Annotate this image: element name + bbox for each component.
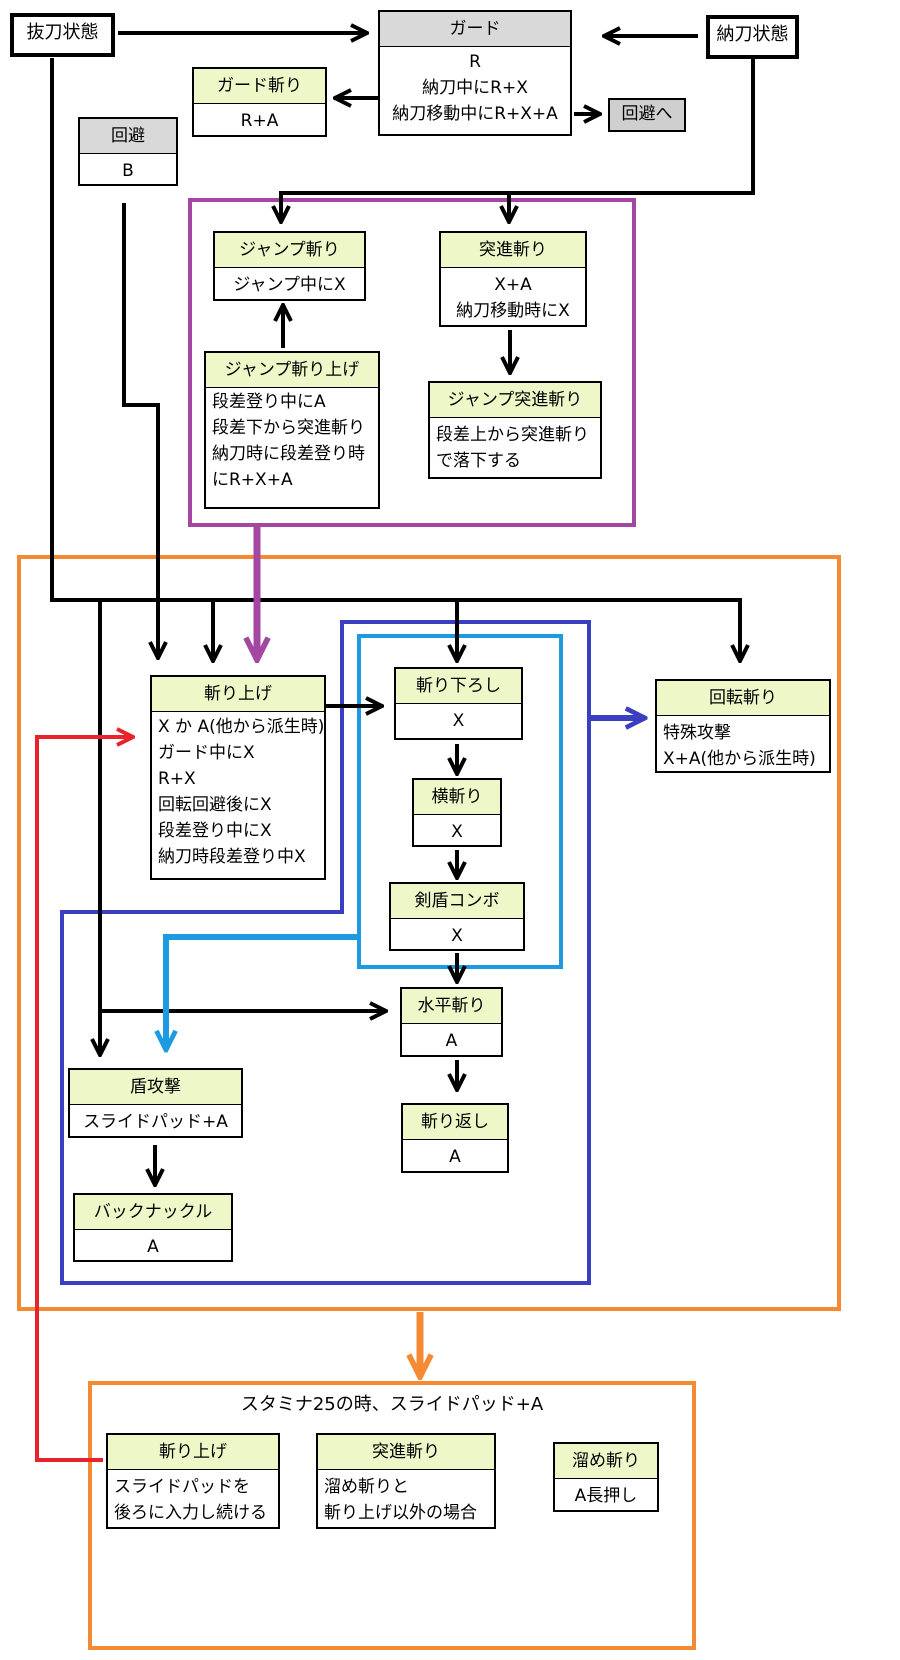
- jump-slash-title: ジャンプ斬り: [215, 233, 364, 268]
- horizontal-slash-input: A: [445, 1031, 458, 1051]
- down-slash-input: X: [452, 711, 465, 731]
- stamina-rush-input: 溜め斬りと: [324, 1477, 409, 1497]
- stamina-charge-title: 溜め斬り: [555, 1444, 657, 1479]
- guard-input: 納刀移動中にR+X+A: [392, 104, 558, 124]
- rush-slash-title: 突進斬り: [441, 233, 585, 268]
- jump-rising-node: ジャンプ斬り上げ 段差登り中にA 段差下から突進斬り 納刀時に段差登り時 にR+…: [204, 351, 380, 509]
- evade-input: B: [122, 161, 134, 181]
- guard-node: ガード R 納刀中にR+X 納刀移動中にR+X+A: [378, 10, 572, 136]
- stamina-charge-node: 溜め斬り A長押し: [553, 1442, 659, 1512]
- rising-slash-input: 段差登り中にX: [158, 821, 272, 841]
- side-slash-node: 横斬り X: [412, 778, 502, 847]
- shield-attack-node: 盾攻撃 スライドパッド+A: [68, 1068, 243, 1138]
- shield-combo-input: X: [451, 926, 463, 946]
- spin-slash-title: 回転斬り: [657, 681, 829, 716]
- guard-input: 納刀中にR+X: [422, 78, 528, 98]
- guard-slash-title: ガード斬り: [194, 69, 325, 104]
- combo-group-frame: [60, 620, 591, 1285]
- guard-slash-input: R+A: [240, 111, 279, 131]
- stamina-caption: スタミナ25の時、スライドパッド+A: [240, 1394, 544, 1415]
- rising-slash-input: R+X: [158, 769, 196, 789]
- stamina-rising-node: 斬り上げ スライドパッドを 後ろに入力し続ける: [106, 1433, 280, 1529]
- stamina-rush-input: 斬り上げ以外の場合: [324, 1503, 477, 1523]
- noutou-state: 納刀状態: [706, 15, 799, 59]
- jump-rising-input: 段差登り中にA: [212, 392, 326, 412]
- side-slash-title: 横斬り: [414, 780, 500, 815]
- guard-title: ガード: [380, 12, 570, 47]
- stamina-rush-node: 突進斬り 溜め斬りと 斬り上げ以外の場合: [316, 1433, 496, 1529]
- spin-slash-input: 特殊攻撃: [663, 723, 731, 743]
- guard-input: R: [469, 52, 481, 72]
- return-slash-title: 斬り返し: [403, 1105, 507, 1140]
- rising-slash-input: 納刀時段差登り中X: [158, 847, 306, 867]
- back-knuckle-title: バックナックル: [75, 1195, 231, 1230]
- shield-combo-title: 剣盾コンボ: [391, 884, 523, 919]
- return-slash-input: A: [449, 1147, 461, 1167]
- jump-rising-input: にR+X+A: [212, 470, 293, 490]
- jump-slash-node: ジャンプ斬り ジャンプ中にX: [213, 231, 366, 301]
- down-slash-title: 斬り下ろし: [396, 669, 521, 704]
- stamina-rising-title: 斬り上げ: [108, 1435, 278, 1470]
- back-knuckle-input: A: [147, 1237, 159, 1257]
- shield-attack-input: スライドパッド+A: [83, 1112, 228, 1132]
- shield-combo-node: 剣盾コンボ X: [389, 882, 525, 951]
- evade-title: 回避: [80, 119, 176, 154]
- side-slash-input: X: [451, 822, 463, 842]
- rising-slash-input: 回転回避後にX: [158, 795, 272, 815]
- jump-rush-node: ジャンプ突進斬り 段差上から突進斬り で落下する: [428, 381, 602, 479]
- jump-rising-title: ジャンプ斬り上げ: [206, 353, 378, 388]
- jump-rising-input: 段差下から突進斬り: [212, 418, 365, 438]
- battou-group-frame: [17, 555, 841, 1311]
- rush-slash-node: 突進斬り X+A 納刀移動時にX: [439, 231, 587, 327]
- stamina-charge-input: A長押し: [574, 1486, 638, 1506]
- jump-rush-input: で落下する: [436, 451, 521, 471]
- jump-slash-input: ジャンプ中にX: [233, 275, 346, 295]
- down-slash-node: 斬り下ろし X: [394, 667, 523, 740]
- return-slash-node: 斬り返し A: [401, 1103, 509, 1173]
- rising-slash-title: 斬り上げ: [152, 677, 324, 712]
- rising-slash-input: ガード中にX: [158, 743, 255, 763]
- back-knuckle-node: バックナックル A: [73, 1193, 233, 1262]
- rising-slash-input: X か A(他から派生時): [158, 717, 325, 737]
- jump-rush-input: 段差上から突進斬り: [436, 425, 589, 445]
- horizontal-slash-title: 水平斬り: [402, 989, 501, 1024]
- battou-state: 抜刀状態: [10, 13, 115, 57]
- rush-slash-input: 納刀移動時にX: [456, 301, 570, 321]
- horizontal-slash-node: 水平斬り A: [400, 987, 503, 1057]
- guard-slash-node: ガード斬り R+A: [192, 67, 327, 137]
- spin-slash-node: 回転斬り 特殊攻撃 X+A(他から派生時): [655, 679, 831, 773]
- rush-slash-input: X+A: [494, 275, 532, 295]
- stamina-rising-input: スライドパッドを: [114, 1477, 250, 1497]
- to-evade-link[interactable]: 回避へ: [608, 98, 686, 132]
- jump-group-frame: [188, 198, 636, 527]
- jump-rising-input: 納刀時に段差登り時: [212, 444, 365, 464]
- jump-rush-title: ジャンプ突進斬り: [430, 383, 600, 418]
- rising-slash-node: 斬り上げ X か A(他から派生時) ガード中にX R+X 回転回避後にX 段差…: [150, 675, 326, 880]
- stamina-rising-input: 後ろに入力し続ける: [114, 1503, 267, 1523]
- evade-node: 回避 B: [78, 117, 178, 186]
- shield-attack-title: 盾攻撃: [70, 1070, 241, 1105]
- stamina-group-frame: [88, 1381, 696, 1650]
- stamina-rush-title: 突進斬り: [318, 1435, 494, 1470]
- spin-slash-input: X+A(他から派生時): [663, 749, 816, 769]
